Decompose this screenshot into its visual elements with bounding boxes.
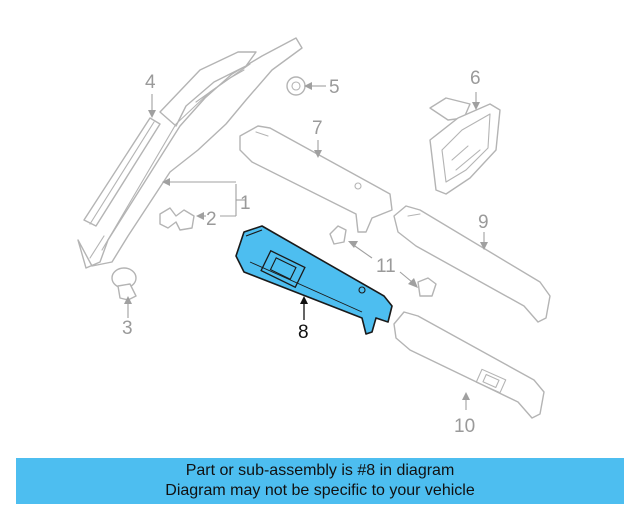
part-9-sun-visor [393,205,551,323]
callout-labels: 1 2 3 4 5 6 7 8 9 10 11 [122,68,489,437]
callout-3: 3 [122,318,133,339]
callout-8: 8 [298,322,309,343]
callout-11: 11 [376,256,396,277]
part-11-holder-lower [417,277,437,297]
part-1-pillar-trim [77,37,303,269]
part-6-mirror [429,97,501,195]
parts-diagram: 1 2 3 4 5 6 7 8 9 10 11 [77,37,551,437]
callout-6: 6 [470,68,481,89]
callout-5: 5 [329,77,340,98]
callout-4: 4 [145,72,156,93]
callout-1: 1 [240,193,251,214]
part-2-clip [159,207,195,231]
banner-line-disclaimer: Diagram may not be specific to your vehi… [165,482,475,499]
leader-lines [124,82,488,410]
part-10-sun-visor [393,311,545,419]
part-3-retainer [111,267,137,301]
part-7-sun-visor [239,125,393,233]
callout-2: 2 [206,209,217,230]
part-5-plug [286,76,306,96]
callout-9: 9 [478,212,489,233]
part-8-sun-visor-highlighted[interactable] [235,225,393,335]
part-4-weatherstrip [83,117,161,227]
callout-7: 7 [312,118,323,139]
part-11-holder-upper [329,225,347,245]
callout-10: 10 [454,416,475,437]
banner-line-part: Part or sub-assembly is #8 in diagram [185,462,455,479]
info-banner: Part or sub-assembly is #8 in diagram Di… [16,458,624,504]
